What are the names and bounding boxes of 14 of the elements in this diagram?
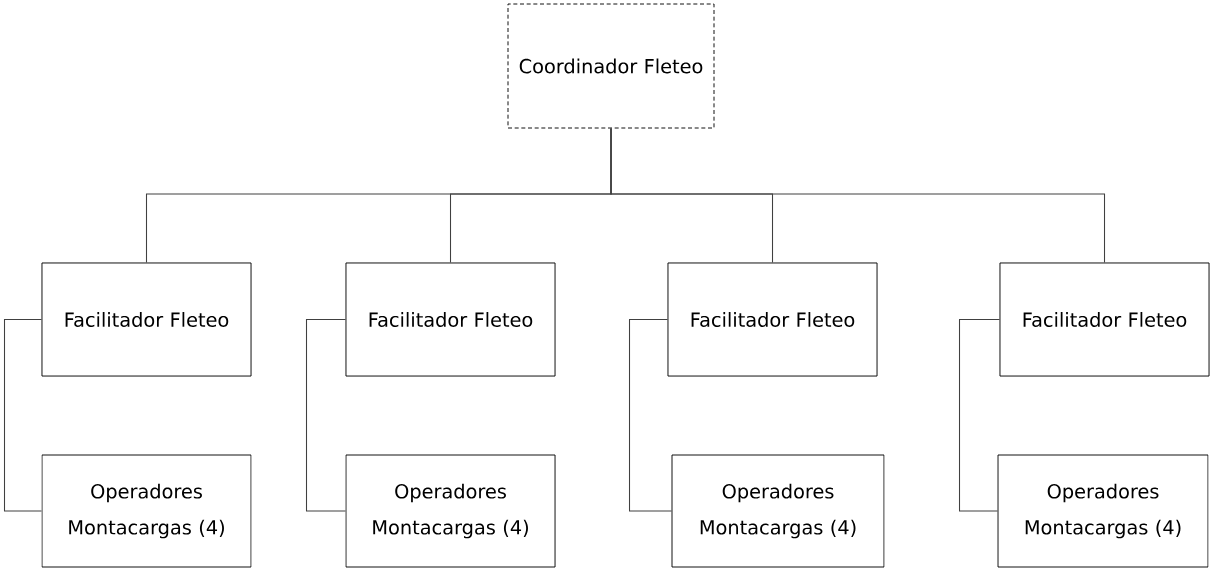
connector-line (958, 318, 1001, 512)
connector-line (610, 127, 1106, 264)
connector-line (305, 318, 347, 512)
team-box: Operadores Montacargas (4) (345, 454, 556, 568)
connector-line (628, 318, 673, 512)
position-box: Facilitador Fleteo (41, 262, 252, 377)
position-box: Facilitador Fleteo (345, 262, 556, 377)
position-box: Facilitador Fleteo (667, 262, 878, 377)
supervisor-box: Coordinador Fleteo (507, 3, 715, 129)
position-box: Facilitador Fleteo (999, 262, 1210, 377)
team-box: Operadores Montacargas (4) (671, 454, 885, 568)
connector-line (3, 318, 43, 512)
team-box: Operadores Montacargas (4) (997, 454, 1209, 568)
team-box: Operadores Montacargas (4) (41, 454, 252, 568)
